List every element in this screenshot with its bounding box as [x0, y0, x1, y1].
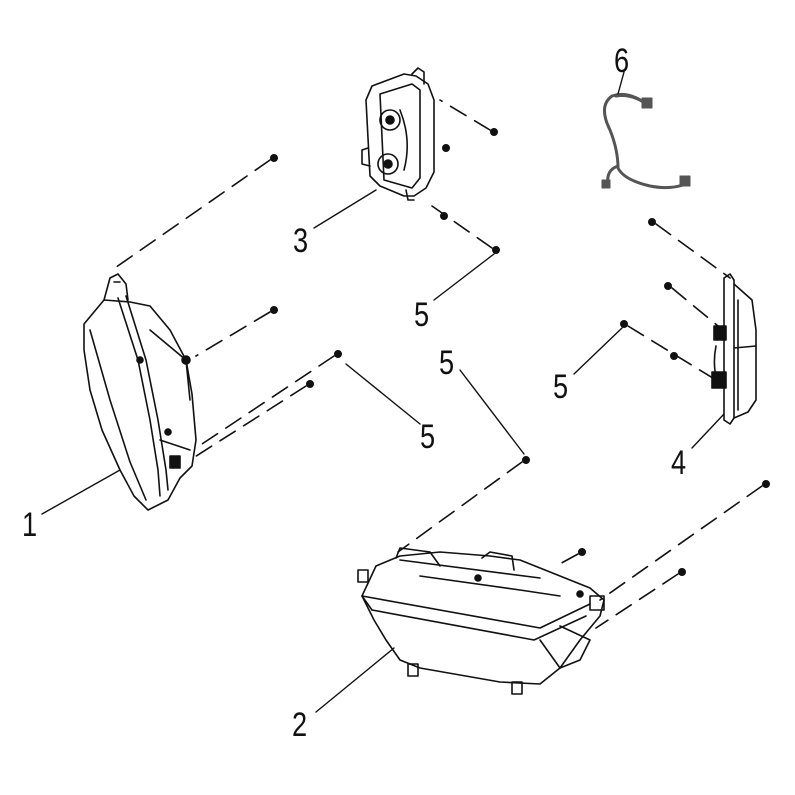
part-3-upper-lamp-bracket: [361, 67, 435, 201]
callout-part-4: 4: [671, 444, 687, 482]
callout-part-5-right: 5: [553, 368, 569, 406]
part-2-main-headlight: [357, 547, 605, 695]
callout-part-5-left: 5: [420, 418, 436, 456]
part-1-left-lamp-housing: [83, 273, 197, 511]
callout-part-2: 2: [292, 706, 308, 744]
assembly-dashed-lines: [111, 99, 763, 629]
callout-part-5-center: 5: [439, 344, 455, 382]
leader-lines: [41, 71, 725, 713]
callout-part-5-upper: 5: [414, 296, 430, 334]
callout-part-3: 3: [293, 222, 309, 260]
part-4-right-lamp-module: [711, 273, 757, 425]
part-6-wiring-harness: [601, 92, 691, 190]
screws: [270, 128, 770, 576]
callout-part-6: 6: [614, 42, 630, 80]
callout-part-1: 1: [22, 506, 38, 544]
